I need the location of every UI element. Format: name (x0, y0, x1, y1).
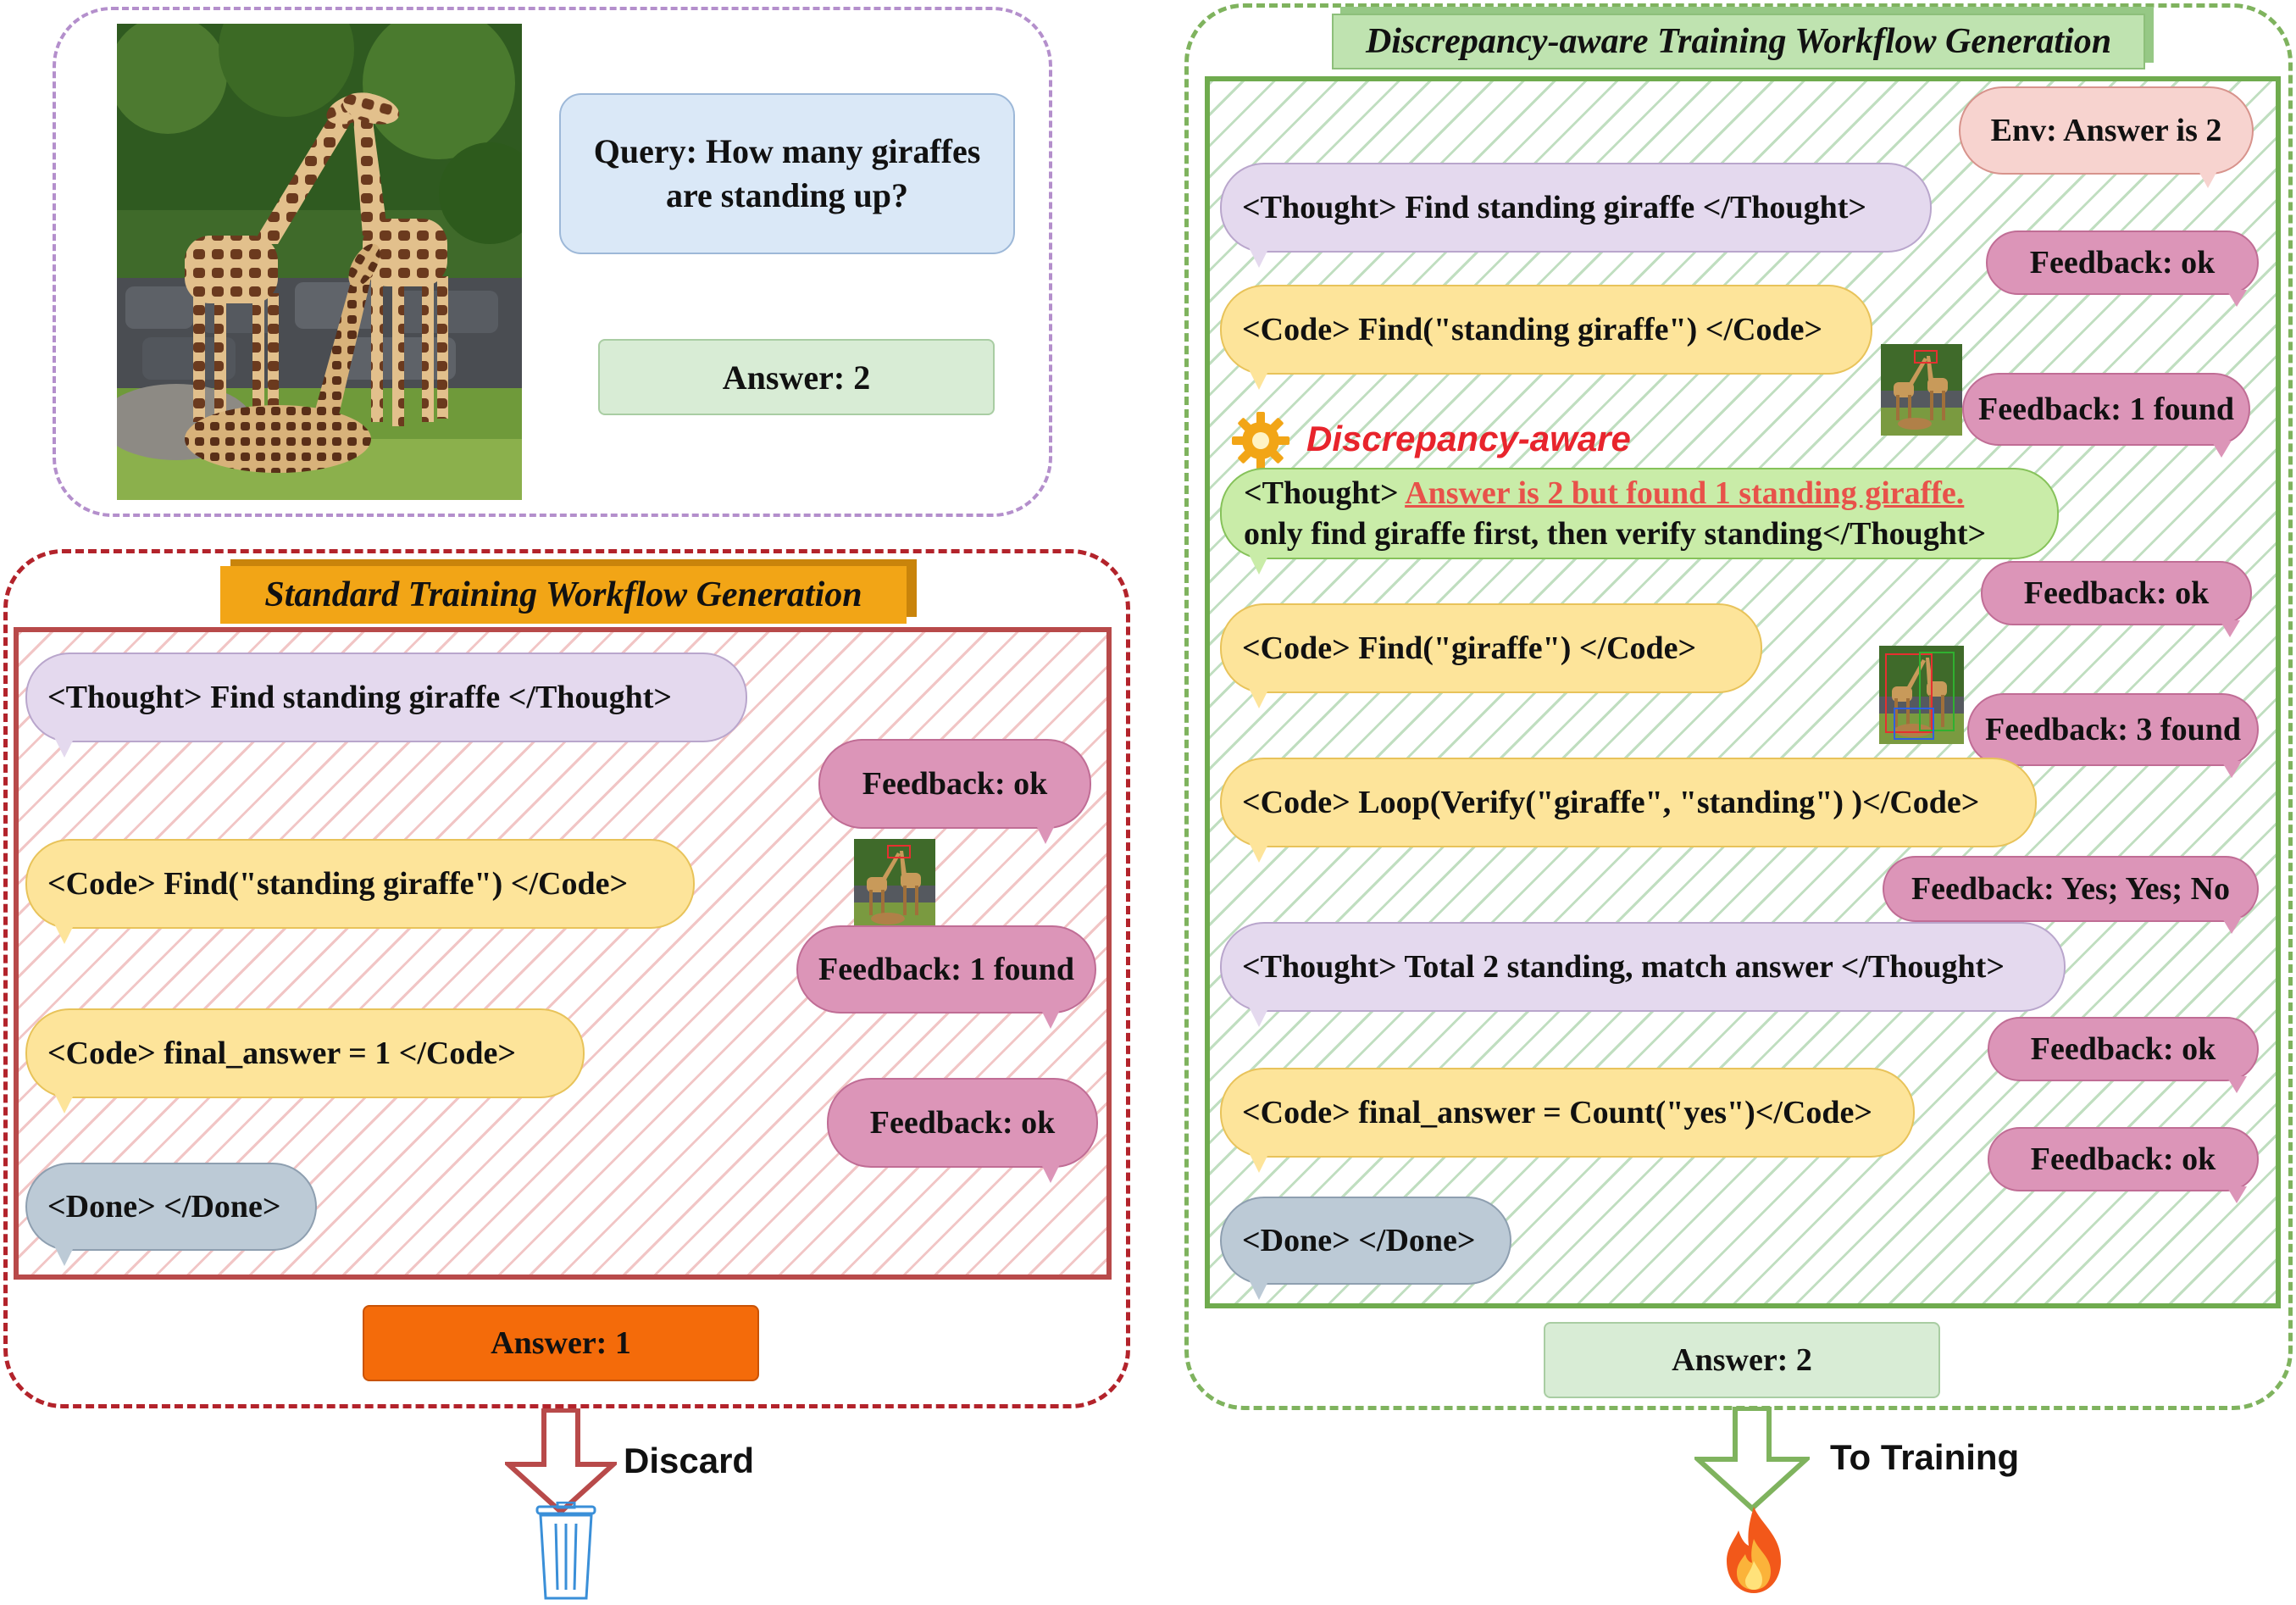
bubble-tail (54, 924, 75, 944)
down-arrow-icon (505, 1408, 617, 1515)
standard-thought-1: <Thought> Find standing giraffe </Though… (25, 653, 747, 742)
standard-code-2: <Code> final_answer = 1 </Code> (25, 1008, 585, 1098)
bubble-tail (2227, 1186, 2247, 1203)
bubble-tail (1249, 1007, 1269, 1027)
giraffe-thumbnail (1881, 344, 1962, 436)
bubble-tail (54, 1093, 75, 1114)
bubble-tail (2227, 1076, 2247, 1093)
bubble-tail (54, 1246, 75, 1266)
discrepancy-code-1: <Code> Find("standing giraffe") </Code> (1220, 285, 1872, 375)
standard-title: Standard Training Workflow Generation (220, 566, 907, 624)
discrepancy-done: <Done> </Done> (1220, 1197, 1511, 1285)
discrepancy-feedback-6: Feedback: ok (1988, 1017, 2259, 1081)
bubble-tail (1035, 824, 1056, 844)
bubble-tail (2221, 761, 2242, 778)
bubble-tail (1249, 1280, 1269, 1300)
thought-2-line1: <Thought> Answer is 2 but found 1 standi… (1244, 475, 1965, 511)
discard-label: Discard (624, 1441, 755, 1480)
discrepancy-feedback-5: Feedback: Yes; Yes; No (1883, 856, 2259, 922)
bubble-tail (1249, 369, 1269, 390)
query-line2: are standing up? (665, 176, 908, 214)
discrepancy-feedback-7: Feedback: ok (1988, 1127, 2259, 1191)
fire-icon (1727, 1507, 1781, 1593)
standard-feedback-2: Feedback: 1 found (796, 925, 1096, 1014)
discrepancy-answer: Answer: 2 (1544, 1322, 1940, 1398)
bubble-tail (2221, 917, 2242, 934)
discrepancy-code-2: <Code> Find("giraffe") </Code> (1220, 603, 1762, 693)
discrepancy-feedback-3: Feedback: ok (1981, 561, 2252, 625)
trash-icon (535, 1502, 596, 1600)
standard-feedback-1: Feedback: ok (818, 739, 1091, 829)
bubble-tail (1249, 554, 1269, 575)
bubble-tail (1249, 842, 1269, 863)
bubble-tail (2220, 620, 2240, 637)
discrepancy-thought-1: <Thought> Find standing giraffe </Though… (1220, 163, 1932, 253)
query-panel (53, 7, 1052, 517)
thought-2-line2: only find giraffe first, then verify sta… (1244, 516, 1987, 552)
bubble-tail (1249, 247, 1269, 268)
standard-done: <Done> </Done> (25, 1163, 317, 1251)
discrepancy-highlight: Answer is 2 but found 1 standing giraffe… (1405, 475, 1965, 511)
standard-feedback-3: Feedback: ok (827, 1078, 1098, 1168)
standard-answer: Answer: 1 (363, 1305, 759, 1381)
query-answer: Answer: 2 (598, 339, 995, 415)
down-arrow-icon (1694, 1407, 1810, 1512)
discrepancy-thought-3: <Thought> Total 2 standing, match answer… (1220, 922, 2066, 1012)
discrepancy-thought-2: <Thought> Answer is 2 but found 1 standi… (1220, 468, 2059, 559)
giraffe-photo (117, 24, 522, 500)
bubble-tail (2227, 290, 2247, 307)
giraffe-thumbnail (1879, 646, 1964, 744)
to-training-label: To Training (1830, 1437, 2020, 1477)
query-line1: Query: How many giraffes (593, 132, 981, 170)
discrepancy-code-3: <Code> Loop(Verify("giraffe", "standing"… (1220, 758, 2037, 847)
query-bubble: Query: How many giraffes are standing up… (559, 93, 1015, 254)
discrepancy-feedback-1: Feedback: ok (1986, 230, 2259, 295)
gear-icon (1232, 412, 1289, 469)
bubble-tail (1040, 1008, 1061, 1029)
discrepancy-aware-label: Discrepancy-aware (1306, 419, 1631, 458)
standard-panel (3, 549, 1130, 1408)
bubble-tail (1249, 1152, 1269, 1173)
bubble-tail (54, 737, 75, 758)
discrepancy-feedback-2: Feedback: 1 found (1962, 373, 2250, 446)
bubble-tail (1249, 688, 1269, 708)
env-bubble: Env: Answer is 2 (1959, 86, 2254, 175)
discrepancy-title: Discrepancy-aware Training Workflow Gene… (1332, 14, 2145, 69)
discrepancy-feedback-4: Feedback: 3 found (1967, 693, 2259, 766)
discrepancy-code-4: <Code> final_answer = Count("yes")</Code… (1220, 1068, 1915, 1158)
bubble-tail (2198, 169, 2218, 188)
giraffe-thumbnail (854, 839, 935, 930)
bubble-tail (2211, 441, 2232, 458)
bubble-tail (1040, 1163, 1061, 1183)
standard-code-1: <Code> Find("standing giraffe") </Code> (25, 839, 695, 929)
